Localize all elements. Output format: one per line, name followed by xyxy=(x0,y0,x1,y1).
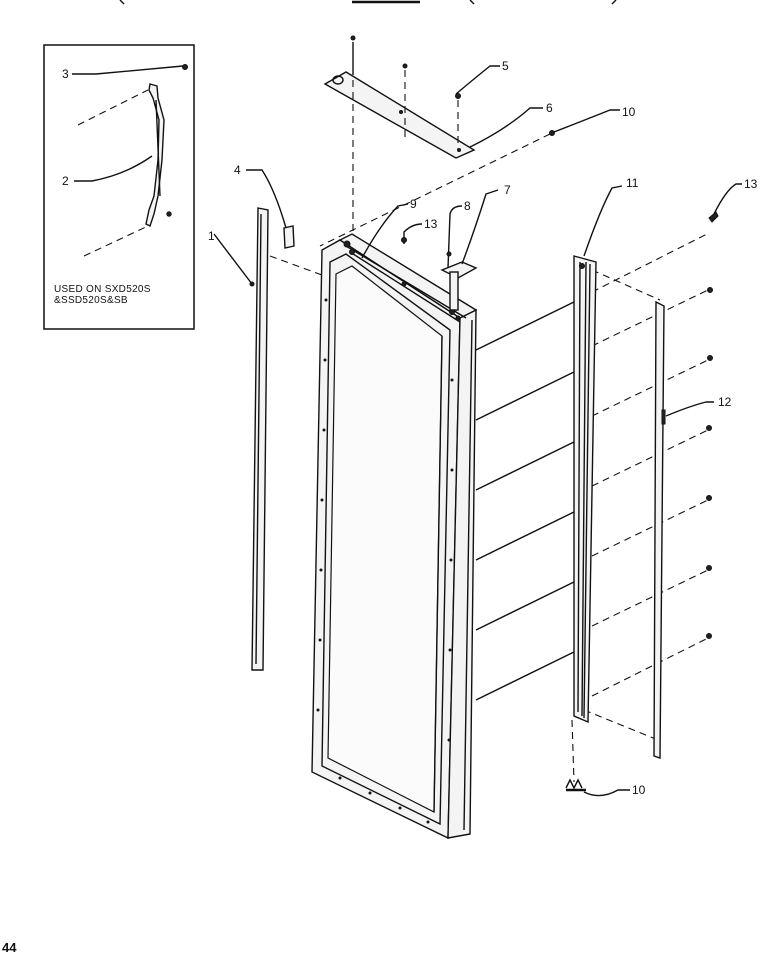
part-2-handle xyxy=(145,83,165,227)
part-11-rail xyxy=(573,185,623,724)
callout-6: 6 xyxy=(546,101,553,115)
inset-note-line-1: USED ON SXD520S xyxy=(54,284,151,295)
callout-13-mid: 13 xyxy=(424,217,438,231)
right-screws xyxy=(706,183,742,639)
callout-10-top: 10 xyxy=(622,105,636,119)
callout-10-bottom: 10 xyxy=(632,783,646,797)
top-fasteners xyxy=(319,35,620,247)
part-7-bracket xyxy=(440,261,478,279)
callout-2: 2 xyxy=(62,174,69,188)
top-edge-marks xyxy=(119,0,617,5)
door-panel xyxy=(311,189,499,840)
inset-usage-note: USED ON SXD520S &SSD520S&SB xyxy=(54,284,194,306)
part-3-screw xyxy=(182,64,188,70)
part-4-bracket xyxy=(246,169,323,276)
callout-7: 7 xyxy=(504,183,511,197)
inset-note-line-2: &SSD520S&SB xyxy=(54,295,128,306)
part-5-screw xyxy=(455,93,461,99)
part-6-top-plate xyxy=(323,71,543,159)
callout-3: 3 xyxy=(62,67,69,81)
callout-13-right: 13 xyxy=(744,177,758,191)
callout-1: 1 xyxy=(208,229,215,243)
callout-9: 9 xyxy=(410,197,417,211)
inset-frame xyxy=(43,44,195,330)
part-10-screw-top xyxy=(549,130,555,136)
page-number: 44 xyxy=(2,940,17,955)
assembly-lines xyxy=(475,232,710,783)
part-13-screw xyxy=(708,211,719,223)
callout-4: 4 xyxy=(234,163,241,177)
inset-box xyxy=(43,44,195,330)
callout-8: 8 xyxy=(464,199,471,213)
part-10-fastener-bottom xyxy=(565,778,630,797)
part-1-trim-strip xyxy=(213,207,269,671)
part-9-channel xyxy=(338,233,478,319)
callout-11: 11 xyxy=(626,176,639,190)
part-12-side-panel xyxy=(653,300,714,759)
callout-5: 5 xyxy=(502,59,509,73)
frame-dots xyxy=(316,298,454,824)
callout-12: 12 xyxy=(718,395,732,409)
